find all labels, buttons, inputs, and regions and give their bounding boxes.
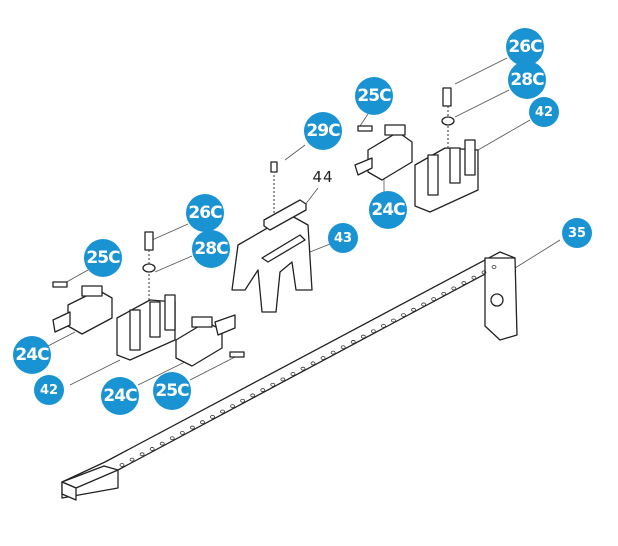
callout-35: 35 bbox=[562, 218, 592, 248]
callout-42: 42 bbox=[34, 375, 64, 405]
comb-bracket-42-right bbox=[414, 139, 479, 213]
bar-hole bbox=[189, 425, 195, 430]
bar-hole bbox=[391, 318, 396, 323]
callout-26c: 26C bbox=[506, 28, 544, 66]
bar-hole bbox=[179, 430, 185, 435]
bar-hole bbox=[411, 307, 416, 312]
screw-26c-left bbox=[144, 231, 154, 251]
callout-29c: 29C bbox=[304, 112, 342, 150]
callout-24c: 24C bbox=[13, 336, 51, 374]
callout-24c: 24C bbox=[369, 191, 407, 229]
bar-hole bbox=[360, 334, 366, 339]
callout-42: 42 bbox=[529, 97, 559, 127]
bar-hole bbox=[230, 404, 235, 409]
bar-hole bbox=[129, 457, 135, 462]
washer-28c-left bbox=[142, 263, 156, 273]
bar-hole bbox=[461, 281, 467, 285]
bar-hole bbox=[139, 452, 145, 457]
bar-hole bbox=[340, 345, 346, 350]
callout-25c: 25C bbox=[355, 77, 393, 115]
micro-switch-24c-bottom bbox=[175, 314, 236, 367]
bar-hole bbox=[270, 382, 276, 387]
screw-25c-bottom bbox=[229, 351, 245, 358]
bracket-43 bbox=[231, 214, 313, 313]
leader-lines bbox=[47, 57, 561, 386]
bar-hole bbox=[421, 302, 427, 307]
bar-hole bbox=[220, 409, 225, 414]
bar-hole bbox=[169, 436, 175, 441]
callout-28c: 28C bbox=[508, 61, 546, 99]
bar-hole bbox=[431, 297, 437, 302]
bar-hole bbox=[290, 372, 296, 376]
callout-24c: 24C bbox=[101, 377, 139, 415]
bracket-bar-35 bbox=[61, 251, 518, 501]
micro-switch-24c-top bbox=[354, 124, 413, 181]
bar-hole bbox=[451, 286, 457, 291]
bar-hole bbox=[481, 270, 487, 275]
bar-hole bbox=[210, 414, 215, 419]
bar-hole bbox=[149, 447, 155, 451]
callout-43: 43 bbox=[328, 223, 358, 253]
micro-switch-24c-left bbox=[52, 285, 113, 335]
bar-hole bbox=[491, 265, 497, 269]
bar-hole bbox=[370, 329, 376, 334]
bar-hole bbox=[310, 361, 316, 366]
bar-hole bbox=[350, 340, 356, 344]
bar-hole bbox=[471, 275, 477, 280]
screw-29c bbox=[270, 161, 278, 173]
callout-25c: 25C bbox=[84, 239, 122, 277]
callout-28c: 28C bbox=[192, 230, 230, 268]
bar-hole bbox=[240, 398, 246, 403]
bar-hole bbox=[280, 377, 286, 382]
bar-hole bbox=[320, 356, 326, 360]
callout-26c: 26C bbox=[186, 194, 224, 232]
clip-44 bbox=[263, 199, 307, 231]
bar-hole bbox=[200, 420, 205, 425]
bar-hole bbox=[300, 366, 306, 371]
comb-bracket-42-left bbox=[116, 294, 176, 361]
bar-hole bbox=[250, 393, 256, 398]
bar-holes bbox=[119, 265, 497, 467]
bar-hole bbox=[381, 323, 386, 328]
bar-hole bbox=[441, 291, 447, 296]
screw-25c-left bbox=[52, 281, 68, 288]
bar-hole bbox=[159, 441, 165, 446]
bar-hole bbox=[119, 463, 125, 467]
bar-hole bbox=[401, 313, 406, 318]
label-44: 44 bbox=[312, 168, 334, 186]
bar-hole bbox=[260, 388, 266, 392]
bar-hole bbox=[330, 350, 336, 355]
callout-25c: 25C bbox=[153, 372, 191, 410]
screw-25c-top bbox=[357, 125, 373, 132]
screw-26c-right bbox=[442, 87, 452, 107]
washer-28c-right bbox=[441, 116, 455, 126]
